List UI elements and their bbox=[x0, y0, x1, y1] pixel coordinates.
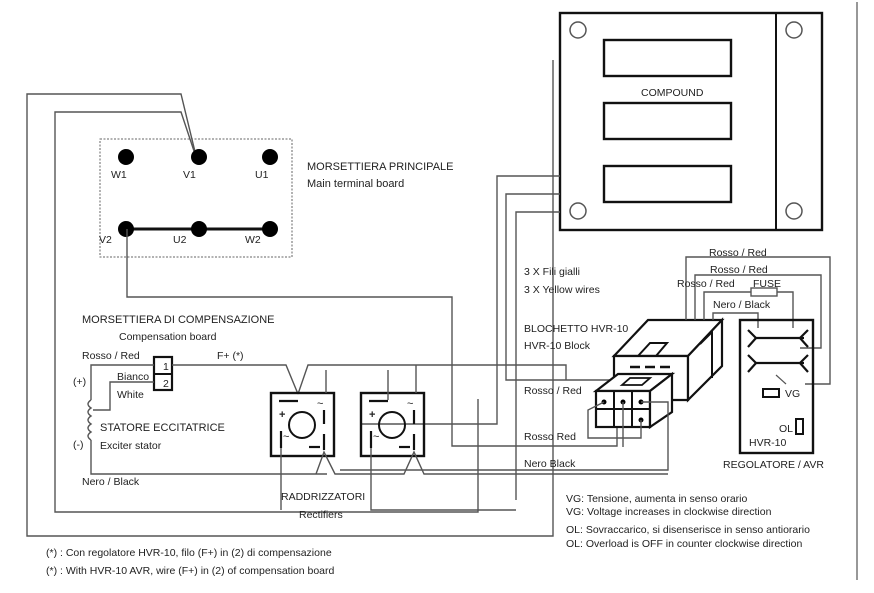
compound-transformer: COMPOUND bbox=[558, 11, 824, 232]
wire-rect1-top bbox=[297, 364, 567, 395]
legend-vg-en: VG: Voltage increases in clockwise direc… bbox=[566, 506, 772, 518]
compensation-board: 1 2 bbox=[152, 355, 174, 392]
rect1-ac-2: ~ bbox=[283, 431, 289, 443]
compound-winding-2 bbox=[602, 101, 733, 141]
hvr-block-title-it: BLOCHETTO HVR-10 bbox=[524, 323, 628, 335]
wire-fplus bbox=[172, 364, 299, 395]
label-u1: U1 bbox=[255, 169, 269, 181]
regulator-name: HVR-10 bbox=[749, 437, 787, 449]
yellow-wires bbox=[360, 175, 612, 500]
rect2-plus: + bbox=[369, 409, 375, 421]
wire-comp-white bbox=[93, 381, 154, 411]
ol-label: OL bbox=[779, 423, 793, 435]
wire-label-bianco: Bianco bbox=[117, 371, 149, 383]
hvr-block bbox=[592, 317, 725, 430]
wire-pin3-black bbox=[340, 401, 669, 471]
wire-label-black-low: Nero Black bbox=[524, 458, 576, 470]
rectifiers-title-it: RADDRIZZATORI bbox=[281, 491, 365, 503]
mount-hole-br bbox=[785, 202, 803, 220]
wire-label-white: White bbox=[117, 389, 144, 401]
wire-label-red-low: Rosso Red bbox=[524, 431, 576, 443]
wire-v2 bbox=[126, 229, 618, 447]
rectifier-2: + ~ ~ bbox=[359, 391, 426, 458]
rectifier-1: + ~ ~ bbox=[269, 391, 336, 458]
vg-potentiometer bbox=[762, 388, 780, 398]
wire-label-black-top: Nero / Black bbox=[713, 299, 771, 311]
main-board-title-en: Main terminal board bbox=[307, 178, 404, 190]
spade-terminals bbox=[747, 329, 809, 373]
rect2-ac-1: ~ bbox=[407, 398, 413, 410]
mount-hole-bl bbox=[569, 202, 587, 220]
footnote-it: (*) : Con regolatore HVR-10, filo (F+) i… bbox=[46, 547, 332, 559]
label-v1: V1 bbox=[183, 169, 196, 181]
comp-board-title-it: MORSETTIERA DI COMPENSAZIONE bbox=[82, 314, 275, 326]
wire-label-comp-black: Nero / Black bbox=[82, 476, 140, 488]
wire-pin1-pin6 bbox=[587, 401, 642, 439]
regulator-title: REGOLATORE / AVR bbox=[723, 459, 824, 471]
rect2-ac-2: ~ bbox=[373, 431, 379, 443]
wire-label-red-top-3: Rosso / Red bbox=[677, 278, 735, 290]
terminal-v1 bbox=[191, 149, 207, 165]
terminal-w2 bbox=[262, 221, 278, 237]
label-v2: V2 bbox=[99, 234, 112, 246]
rect1-ac-1: ~ bbox=[317, 398, 323, 410]
wire-label-red-top-1: Rosso / Red bbox=[709, 247, 767, 259]
regulator-frame bbox=[738, 318, 815, 455]
terminal-u2 bbox=[191, 221, 207, 237]
compound-label: COMPOUND bbox=[641, 87, 704, 99]
wire-label-red-mid: Rosso / Red bbox=[524, 385, 582, 397]
wire-negative-bus bbox=[315, 450, 668, 475]
main-terminal-board-outline bbox=[99, 138, 293, 258]
hvr-block-title-en: HVR-10 Block bbox=[524, 340, 591, 352]
exciter-title-en: Exciter stator bbox=[100, 440, 162, 452]
wire-v1-outer bbox=[26, 60, 554, 537]
comp-terminal-1: 1 bbox=[163, 361, 169, 373]
wire-comp-red bbox=[90, 364, 154, 400]
terminal-v2 bbox=[118, 221, 134, 237]
mount-hole-tr bbox=[785, 21, 803, 39]
fuse-label: FUSE bbox=[753, 278, 781, 290]
wire-label-comp-red: Rosso / Red bbox=[82, 350, 140, 362]
yellow-wires-en: 3 X Yellow wires bbox=[524, 284, 600, 296]
wire-v1-inner bbox=[54, 111, 479, 513]
vg-label: VG bbox=[785, 388, 800, 400]
legend-ol-it: OL: Sovraccarico, si disenserisce in sen… bbox=[566, 524, 810, 536]
label-w2: W2 bbox=[245, 234, 261, 246]
exciter-plus: (+) bbox=[73, 376, 86, 388]
rectifiers-title-en: Rectifiers bbox=[299, 509, 343, 521]
main-terminal-board: W1 V1 U1 V2 U2 W2 bbox=[99, 138, 293, 258]
compound-winding-3 bbox=[602, 164, 733, 204]
exciter-minus: (-) bbox=[73, 439, 84, 451]
compound-frame bbox=[558, 11, 824, 232]
legend-ol-en: OL: Overload is OFF in counter clockwise… bbox=[566, 538, 802, 550]
compound-winding-1 bbox=[602, 38, 733, 78]
comp-board-title-en: Compensation board bbox=[119, 331, 217, 343]
ol-potentiometer bbox=[795, 418, 804, 435]
label-w1: W1 bbox=[111, 169, 127, 181]
comp-terminal-2: 2 bbox=[163, 378, 169, 390]
mount-hole-tl bbox=[569, 21, 587, 39]
rect1-plus: + bbox=[279, 409, 285, 421]
yellow-wires-it: 3 X Fili gialli bbox=[524, 266, 580, 278]
wire-rect2-ac2 bbox=[370, 448, 516, 511]
terminal-u1 bbox=[262, 149, 278, 165]
main-board-title-it: MORSETTIERA PRINCIPALE bbox=[307, 161, 454, 173]
regulator-avr: VG OL HVR-10 bbox=[738, 318, 815, 455]
footnote-en: (*) : With HVR-10 AVR, wire (F+) in (2) … bbox=[46, 565, 335, 577]
wire-label-fplus: F+ (*) bbox=[217, 350, 244, 362]
wire-label-red-top-2: Rosso / Red bbox=[710, 264, 768, 276]
wire-comp-black bbox=[90, 440, 327, 475]
terminal-w1 bbox=[118, 149, 134, 165]
exciter-coil-icon bbox=[87, 399, 93, 441]
legend-vg-it: VG: Tensione, aumenta in senso orario bbox=[566, 493, 747, 505]
label-u2: U2 bbox=[173, 234, 187, 246]
exciter-title-it: STATORE ECCITATRICE bbox=[100, 422, 225, 434]
